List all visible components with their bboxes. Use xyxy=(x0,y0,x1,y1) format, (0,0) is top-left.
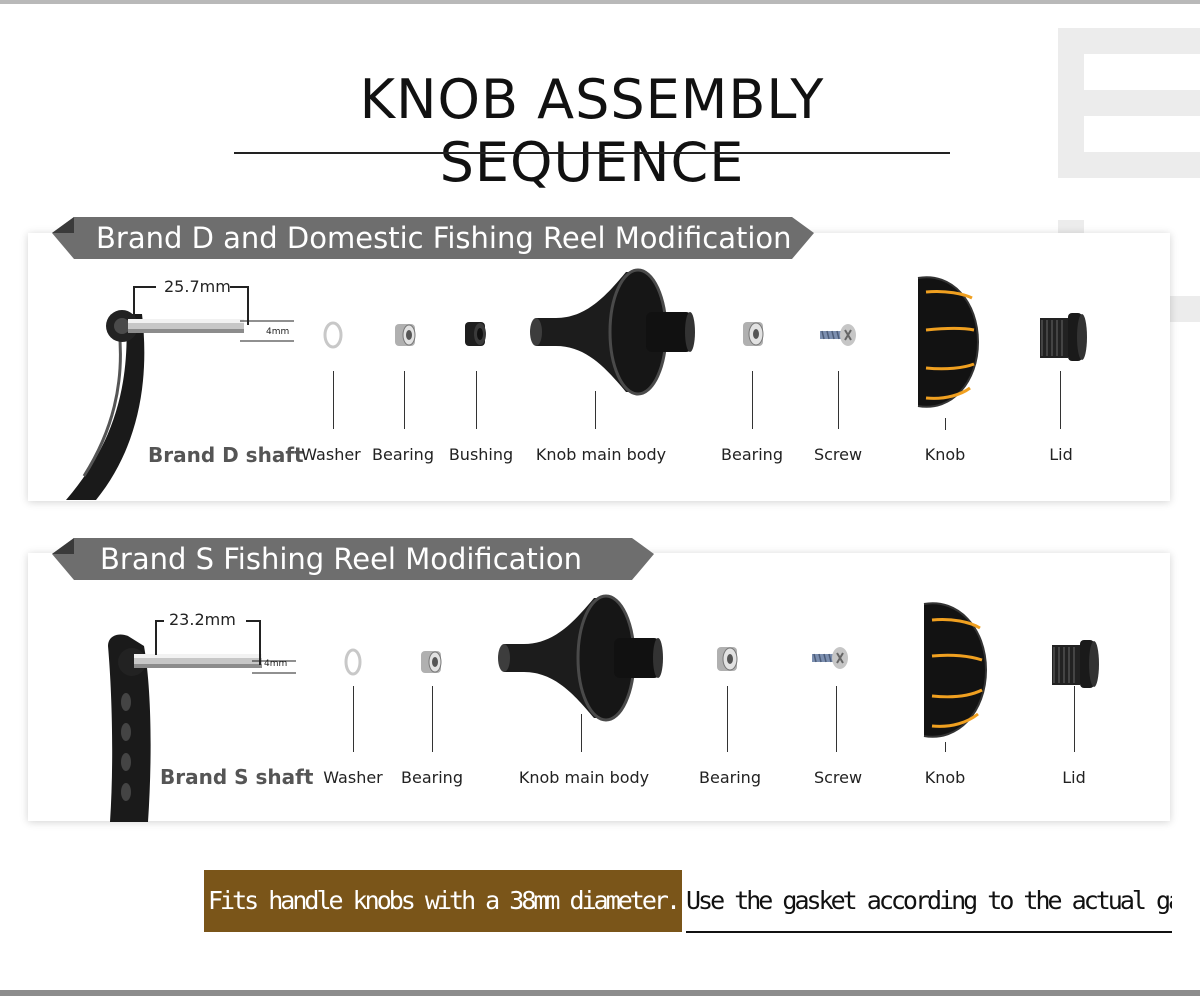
brand-d-label-bearing-2: Bearing xyxy=(721,445,783,464)
brand-s-label-knob-main-body: Knob main body xyxy=(518,768,650,787)
brand-d-label-washer: Washer xyxy=(301,445,361,464)
brand-d-dimension-lines xyxy=(133,286,294,342)
brand-d-leader-knob-main-body xyxy=(595,391,596,429)
footer-gasket-note: Use the gasket according to the actual g… xyxy=(686,886,1172,915)
section-brand-s-title: Brand S Fishing Reel Modification xyxy=(100,542,582,576)
brand-d-bushing-image xyxy=(465,322,486,346)
brand-d-leader-washer xyxy=(333,371,334,429)
brand-s-bearing-2-image xyxy=(717,647,738,671)
brand-d-shaft-label: Brand D shaft xyxy=(148,443,304,467)
brand-s-screw-image xyxy=(812,647,848,669)
brand-d-label-bearing-1: Bearing xyxy=(372,445,434,464)
brand-d-leader-knob xyxy=(945,418,946,430)
brand-s-label-washer: Washer xyxy=(323,768,383,787)
brand-d-label-screw: Screw xyxy=(813,445,863,464)
footer-highlight-note: Fits handle knobs with a 38mm diameter. xyxy=(204,870,682,932)
brand-s-leader-bearing-2 xyxy=(727,686,728,752)
brand-s-shaft-diameter: 4mm xyxy=(264,659,288,669)
footer-underline xyxy=(686,931,1172,933)
brand-d-leader-bearing-2 xyxy=(752,371,753,429)
top-border xyxy=(0,0,1200,4)
brand-d-washer-image xyxy=(323,321,343,349)
title-underline xyxy=(234,152,950,154)
brand-d-bearing-1-image xyxy=(395,324,416,346)
section-brand-d-panel xyxy=(28,233,1170,501)
brand-s-bearing-1-image xyxy=(421,651,442,673)
brand-d-label-bushing: Bushing xyxy=(448,445,514,464)
brand-s-lid-image xyxy=(1052,640,1099,688)
brand-d-screw-image xyxy=(820,324,856,346)
brand-d-leader-screw xyxy=(838,371,839,429)
page-title: KNOB ASSEMBLY SEQUENCE xyxy=(359,68,825,194)
brand-s-label-screw: Screw xyxy=(813,768,863,787)
bottom-border xyxy=(0,990,1200,996)
brand-d-leader-lid xyxy=(1060,371,1061,429)
brand-d-leader-bearing-1 xyxy=(404,371,405,429)
brand-s-label-bearing-2: Bearing xyxy=(699,768,761,787)
brand-s-dimension-lines xyxy=(155,620,296,674)
brand-s-leader-knob xyxy=(945,742,946,752)
brand-d-knob-image xyxy=(917,276,980,408)
brand-s-shaft-length: 23.2mm xyxy=(169,610,236,629)
brand-s-label-lid: Lid xyxy=(1062,768,1086,787)
brand-d-label-knob: Knob xyxy=(924,445,966,464)
brand-s-knob-main-body-image xyxy=(498,594,663,722)
brand-s-shaft-handle-image xyxy=(108,634,262,822)
section-brand-s-banner: Brand S Fishing Reel Modification xyxy=(52,538,654,580)
brand-s-leader-lid xyxy=(1074,686,1075,752)
brand-s-leader-washer xyxy=(353,686,354,752)
brand-s-label-knob: Knob xyxy=(924,768,966,787)
brand-s-washer-image xyxy=(344,648,362,676)
brand-s-leader-knob-main-body xyxy=(581,714,582,752)
brand-s-leader-bearing-1 xyxy=(432,686,433,752)
brand-s-label-bearing-1: Bearing xyxy=(401,768,463,787)
brand-s-knob-image xyxy=(923,602,988,738)
brand-d-knob-main-body-image xyxy=(530,268,695,396)
brand-d-label-lid: Lid xyxy=(1049,445,1073,464)
brand-d-shaft-diameter: 4mm xyxy=(266,327,290,337)
brand-d-bearing-2-image xyxy=(743,322,764,346)
brand-d-lid-image xyxy=(1040,313,1087,361)
brand-s-leader-screw xyxy=(836,686,837,752)
brand-d-shaft-length: 25.7mm xyxy=(164,277,231,296)
brand-d-leader-bushing xyxy=(476,371,477,429)
brand-d-label-knob-main-body: Knob main body xyxy=(535,445,667,464)
section-brand-d-title: Brand D and Domestic Fishing Reel Modifi… xyxy=(96,221,792,255)
brand-s-shaft-label: Brand S shaft xyxy=(160,765,314,789)
section-brand-d-banner: Brand D and Domestic Fishing Reel Modifi… xyxy=(52,217,814,259)
brand-d-shaft-handle-image xyxy=(66,310,244,500)
